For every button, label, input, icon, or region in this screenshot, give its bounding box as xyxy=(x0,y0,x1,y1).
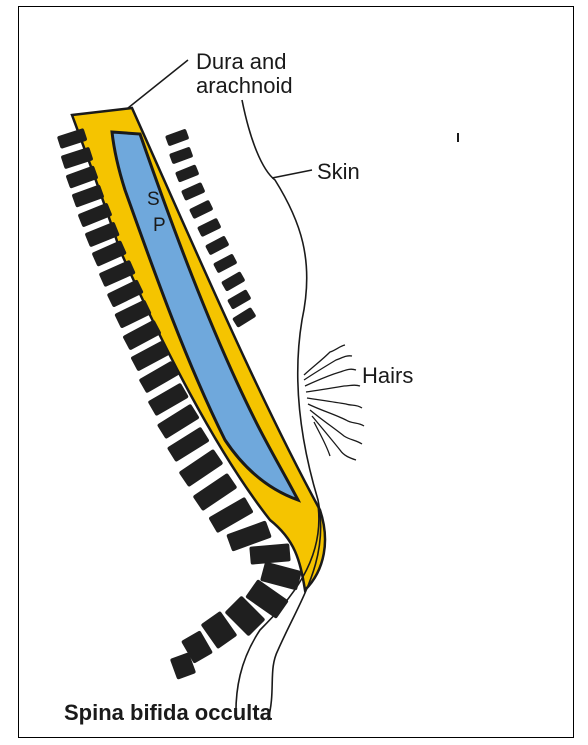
hairs-group xyxy=(304,345,364,460)
dura-leader-line xyxy=(128,60,188,108)
skin-label: Skin xyxy=(317,160,360,184)
figure-caption: Spina bifida occulta xyxy=(64,700,272,726)
spinal-cord-label-p: P xyxy=(153,214,166,238)
hairs-label: Hairs xyxy=(362,364,413,388)
stray-mark xyxy=(457,133,459,142)
dura-label-line2: arachnoid xyxy=(196,74,293,98)
spinal-cord-label-s: S xyxy=(147,188,160,212)
dura-arachnoid-label: Dura and arachnoid xyxy=(196,50,293,98)
dura-label-line1: Dura and xyxy=(196,50,293,74)
skin-leader-line xyxy=(272,170,312,178)
